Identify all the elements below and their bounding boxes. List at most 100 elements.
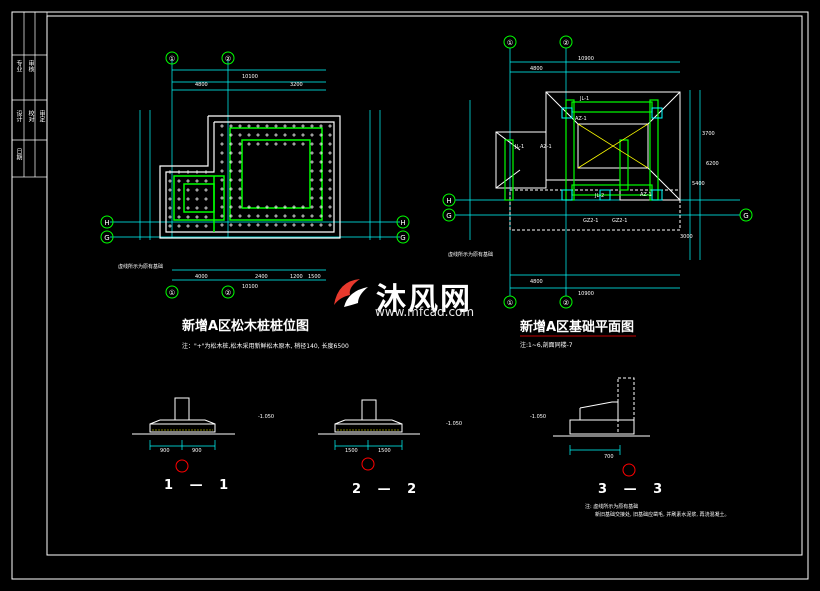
pile-mark bbox=[247, 214, 251, 218]
pile-mark bbox=[328, 169, 332, 173]
pile-mark bbox=[220, 187, 224, 191]
pile-mark bbox=[328, 187, 332, 191]
dim-right-top-1: 4800 bbox=[530, 66, 543, 72]
pile-mark bbox=[195, 197, 199, 201]
pile-mark bbox=[292, 223, 296, 227]
pile-mark bbox=[238, 160, 242, 164]
pile-mark bbox=[292, 124, 296, 128]
beam-label-5: JL-2 bbox=[594, 193, 604, 199]
dim-right-bottom-1: 4800 bbox=[530, 279, 543, 285]
watermark-logo bbox=[330, 275, 372, 311]
pile-mark bbox=[301, 223, 305, 227]
pile-mark bbox=[220, 160, 224, 164]
pile-mark bbox=[328, 223, 332, 227]
plan-left: 4800 10100 3200 4000 2400 1200 1500 1010… bbox=[100, 51, 410, 299]
pile-mark bbox=[220, 178, 224, 182]
section-2: 1500 1500 -1.050 bbox=[318, 399, 462, 471]
pile-mark bbox=[319, 142, 323, 146]
pile-mark bbox=[256, 133, 260, 137]
section-2-elev: -1.050 bbox=[446, 421, 462, 427]
pile-mark bbox=[229, 223, 233, 227]
pile-mark bbox=[256, 142, 260, 146]
dim-left-top-2: 10100 bbox=[242, 74, 258, 80]
pile-mark bbox=[238, 151, 242, 155]
pile-mark bbox=[238, 223, 242, 227]
pile-mark bbox=[319, 124, 323, 128]
beam-label-3: JL-1 bbox=[514, 144, 524, 150]
pile-mark bbox=[319, 160, 323, 164]
beam-label-1: JL-1 bbox=[579, 96, 589, 102]
pile-mark bbox=[265, 223, 269, 227]
pile-mark bbox=[195, 179, 199, 183]
pile-mark bbox=[256, 223, 260, 227]
plan-left-title: 新增A区松木桩桩位图 bbox=[182, 319, 310, 334]
section-1-dim-2: 900 bbox=[192, 448, 202, 454]
pile-mark bbox=[238, 214, 242, 218]
pile-mark bbox=[229, 205, 233, 209]
pile-mark bbox=[319, 196, 323, 200]
pile-mark bbox=[292, 133, 296, 137]
dim-left-bottom-5: 10100 bbox=[242, 284, 258, 290]
pile-mark bbox=[229, 187, 233, 191]
pile-mark bbox=[310, 169, 314, 173]
dim-right-top-2: 10900 bbox=[578, 56, 594, 62]
pile-mark bbox=[220, 169, 224, 173]
pile-mark bbox=[238, 133, 242, 137]
section-3-note-2: 新旧基础交接处, 旧基础应凿毛, 并刷素水泥浆, 再浇混凝土。 bbox=[595, 511, 730, 518]
pile-mark bbox=[204, 206, 208, 210]
axis-right-side-h: H bbox=[446, 197, 451, 205]
dim-right-side-3: 5400 bbox=[692, 181, 705, 187]
pile-mark bbox=[229, 124, 233, 128]
section-1-elev: -1.050 bbox=[258, 414, 274, 420]
pile-mark bbox=[186, 188, 190, 192]
pile-mark bbox=[220, 151, 224, 155]
plan-right-title: 新增A区基础平面图 bbox=[520, 320, 635, 335]
title-block-cell-2: 审核 bbox=[27, 60, 34, 72]
pile-mark bbox=[319, 187, 323, 191]
pile-mark bbox=[247, 124, 251, 128]
pile-mark bbox=[283, 205, 287, 209]
pile-mark bbox=[168, 170, 172, 174]
title-block-cell-1: 专业 bbox=[15, 60, 22, 72]
pile-mark bbox=[168, 224, 172, 228]
pile-mark bbox=[177, 224, 181, 228]
pile-mark bbox=[177, 206, 181, 210]
inner-frame bbox=[46, 15, 803, 556]
pile-mark bbox=[247, 133, 251, 137]
pile-mark bbox=[186, 179, 190, 183]
pile-mark bbox=[195, 170, 199, 174]
pile-mark bbox=[220, 214, 224, 218]
pile-mark bbox=[204, 170, 208, 174]
pile-mark bbox=[195, 224, 199, 228]
section-1: 900 900 -1.050 bbox=[132, 397, 274, 473]
pile-mark bbox=[229, 142, 233, 146]
pile-mark bbox=[168, 215, 172, 219]
pile-mark bbox=[247, 223, 251, 227]
pile-mark bbox=[292, 205, 296, 209]
pile-mark bbox=[310, 142, 314, 146]
pile-mark bbox=[229, 214, 233, 218]
dim-left-top-1: 4800 bbox=[195, 82, 208, 88]
pile-mark bbox=[220, 124, 224, 128]
plan-left-note: 注："+"为松木桩,松木采用新鲜松木原木, 梢径140, 长度6500 bbox=[182, 343, 349, 350]
pile-mark bbox=[274, 205, 278, 209]
pile-mark bbox=[247, 142, 251, 146]
beam-label-6: AZ-1 bbox=[640, 192, 652, 198]
pile-mark bbox=[195, 206, 199, 210]
pile-mark bbox=[301, 124, 305, 128]
pile-mark bbox=[328, 142, 332, 146]
pile-mark bbox=[310, 205, 314, 209]
dim-right-side-1: 3700 bbox=[702, 131, 715, 137]
pile-mark bbox=[238, 196, 242, 200]
pile-mark bbox=[265, 133, 269, 137]
axis-right-bottom-2: ② bbox=[563, 299, 569, 307]
pile-mark bbox=[265, 124, 269, 128]
plan-right: ① ② ① ② H G G 4800 10900 4800 10900 3700… bbox=[442, 35, 753, 309]
pile-mark bbox=[168, 197, 172, 201]
section-3-elev: -1.050 bbox=[530, 414, 546, 420]
pile-mark bbox=[328, 178, 332, 182]
plan-right-note: 注:1~6,剖面同楼-7 bbox=[520, 342, 573, 349]
section-2-dim-2: 1500 bbox=[378, 448, 391, 454]
dim-left-bottom-2: 2400 bbox=[255, 274, 268, 280]
axis-right-top-2: ② bbox=[563, 39, 569, 47]
